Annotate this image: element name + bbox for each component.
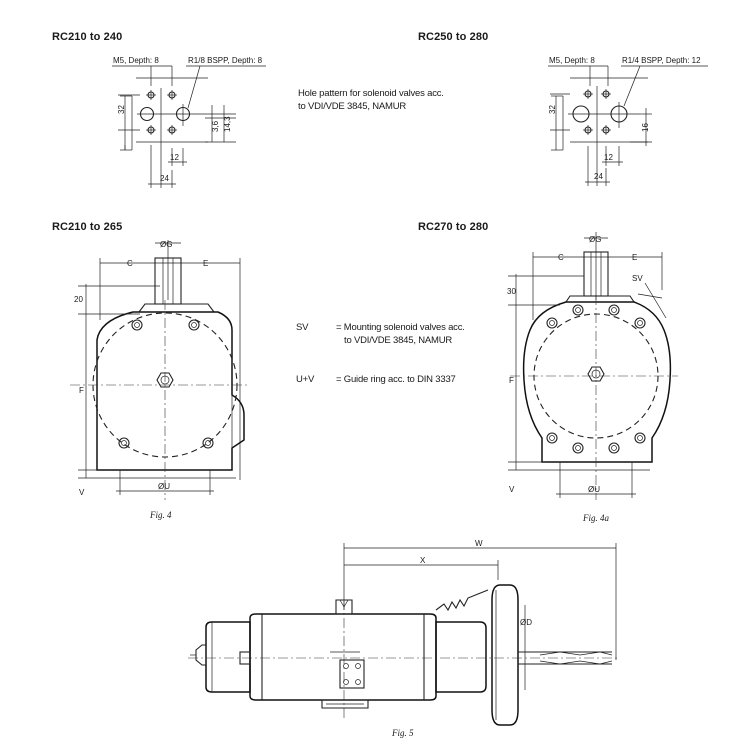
fig4a-dim-c: C bbox=[558, 253, 564, 262]
hp-large-m5-label: M5, Depth: 8 bbox=[549, 56, 595, 65]
hp-large-port-label: R1/4 BSPP, Depth: 12 bbox=[622, 56, 701, 65]
legend-sv-key: SV bbox=[296, 322, 309, 333]
hp-large-dim-32: 32 bbox=[548, 105, 557, 114]
hp-small-dim-14-3: 14,3 bbox=[223, 116, 232, 132]
fig5-drawing: W X ØD bbox=[188, 539, 620, 726]
heading-rc270-280: RC270 to 280 bbox=[418, 221, 489, 233]
hp-small-dim-32: 32 bbox=[117, 105, 126, 114]
hole-pattern-small: M5, Depth: 8 R1/8 BSPP, Depth: 8 32 bbox=[112, 56, 266, 188]
hp-large-dim-12: 12 bbox=[604, 153, 613, 162]
heading-rc210-240: RC210 to 240 bbox=[52, 31, 123, 43]
fig5-dim-w: W bbox=[475, 539, 483, 548]
fig5-dim-d: ØD bbox=[520, 618, 532, 627]
heading-rc210-265: RC210 to 265 bbox=[52, 221, 123, 233]
hole-pattern-note: Hole pattern for solenoid valves acc. to… bbox=[298, 88, 444, 113]
fig4a-dim-e: E bbox=[632, 253, 637, 262]
hole-pattern-note-line2: to VDI/VDE 3845, NAMUR bbox=[298, 100, 407, 112]
legend-sv-text1: = Mounting solenoid valves acc. bbox=[336, 322, 465, 333]
hp-small-m5-label: M5, Depth: 8 bbox=[113, 56, 159, 65]
legend-sv-text2: to VDI/VDE 3845, NAMUR bbox=[344, 335, 453, 346]
fig4a-dim-sv: SV bbox=[632, 274, 643, 283]
fig4-dim-20: 20 bbox=[74, 295, 83, 304]
fig4a-bolts bbox=[546, 304, 646, 454]
hole-pattern-note-line1: Hole pattern for solenoid valves acc. bbox=[298, 88, 444, 99]
hole-pattern-large: M5, Depth: 8 R1/4 BSPP, Depth: 12 32 1 bbox=[548, 56, 708, 186]
legend-uv-key: U+V bbox=[296, 374, 315, 385]
fig4a-dim-u: ØU bbox=[588, 485, 600, 494]
hp-small-port-label: R1/8 BSPP, Depth: 8 bbox=[188, 56, 263, 65]
hp-small-dim-3-6: 3,6 bbox=[211, 120, 220, 132]
fig4-dim-c: C bbox=[127, 259, 133, 268]
fig4-dim-u: ØU bbox=[158, 482, 170, 491]
fig4a-dim-v: V bbox=[509, 485, 515, 494]
fig5-caption: Fig. 5 bbox=[392, 728, 414, 738]
fig4a-caption: Fig. 4a bbox=[583, 513, 609, 523]
fig4a-dim-g: ØG bbox=[589, 235, 601, 244]
fig4-dim-v: V bbox=[79, 488, 85, 497]
fig4a-dim-f: F bbox=[509, 376, 514, 385]
fig4a-dim-30: 30 bbox=[507, 287, 516, 296]
legend-uv-text: = Guide ring acc. to DIN 3337 bbox=[336, 374, 456, 385]
hp-large-dim-16: 16 bbox=[641, 123, 650, 132]
hp-small-dim-12: 12 bbox=[170, 153, 179, 162]
hp-large-dim-24: 24 bbox=[594, 172, 603, 181]
fig4-caption: Fig. 4 bbox=[150, 510, 172, 520]
fig4-drawing: C E ØG 20 F bbox=[70, 240, 248, 500]
fig4-dim-f: F bbox=[79, 386, 84, 395]
fig4-dim-g: ØG bbox=[160, 240, 172, 249]
heading-rc250-280: RC250 to 280 bbox=[418, 31, 489, 43]
fig4-dim-e: E bbox=[203, 259, 208, 268]
fig4-bolts bbox=[118, 319, 214, 449]
fig4a-drawing: C E ØG SV 30 bbox=[507, 232, 678, 500]
fig5-dim-x: X bbox=[420, 556, 426, 565]
hp-small-dim-24: 24 bbox=[160, 174, 169, 183]
